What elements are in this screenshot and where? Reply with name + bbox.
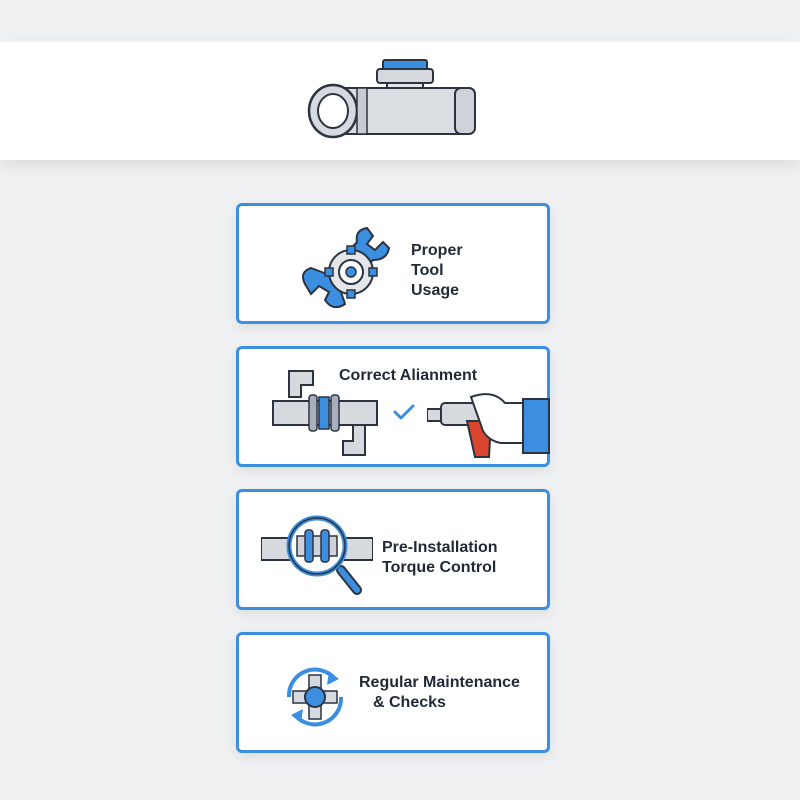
label-line: Regular Maintenance xyxy=(359,674,520,691)
card-pre-installation-torque[interactable]: Pre-Installation Torque Control xyxy=(236,489,550,610)
card-regular-maintenance[interactable]: Regular Maintenance & Checks xyxy=(236,632,550,753)
card-correct-alignment[interactable]: Correct Alianment xyxy=(236,346,550,467)
card-proper-tool-usage[interactable]: Proper Tool Usage xyxy=(236,203,550,324)
label-line: & Checks xyxy=(373,694,446,711)
pipe-tee-icon xyxy=(307,59,476,139)
wrench-gear-icon xyxy=(302,226,391,308)
label-line: Proper xyxy=(411,242,463,259)
check-icon xyxy=(393,404,415,420)
card-label: Pre-Installation Torque Control xyxy=(382,538,498,578)
card-label: Correct Alianment xyxy=(339,367,478,384)
label-line: Tool xyxy=(411,262,444,279)
label-line: Usage xyxy=(411,282,460,299)
card-label: Regular Maintenance & Checks xyxy=(359,673,520,713)
refresh-valve-icon xyxy=(286,667,344,727)
magnifier-pipe-icon xyxy=(261,515,373,595)
label-line: Pre-Installation xyxy=(382,539,498,556)
label-line: Torque Control xyxy=(382,559,497,576)
card-label: Proper Tool Usage xyxy=(411,241,463,301)
torque-gun-hand-icon xyxy=(427,393,550,458)
pipe-alignment-icon xyxy=(272,370,378,456)
